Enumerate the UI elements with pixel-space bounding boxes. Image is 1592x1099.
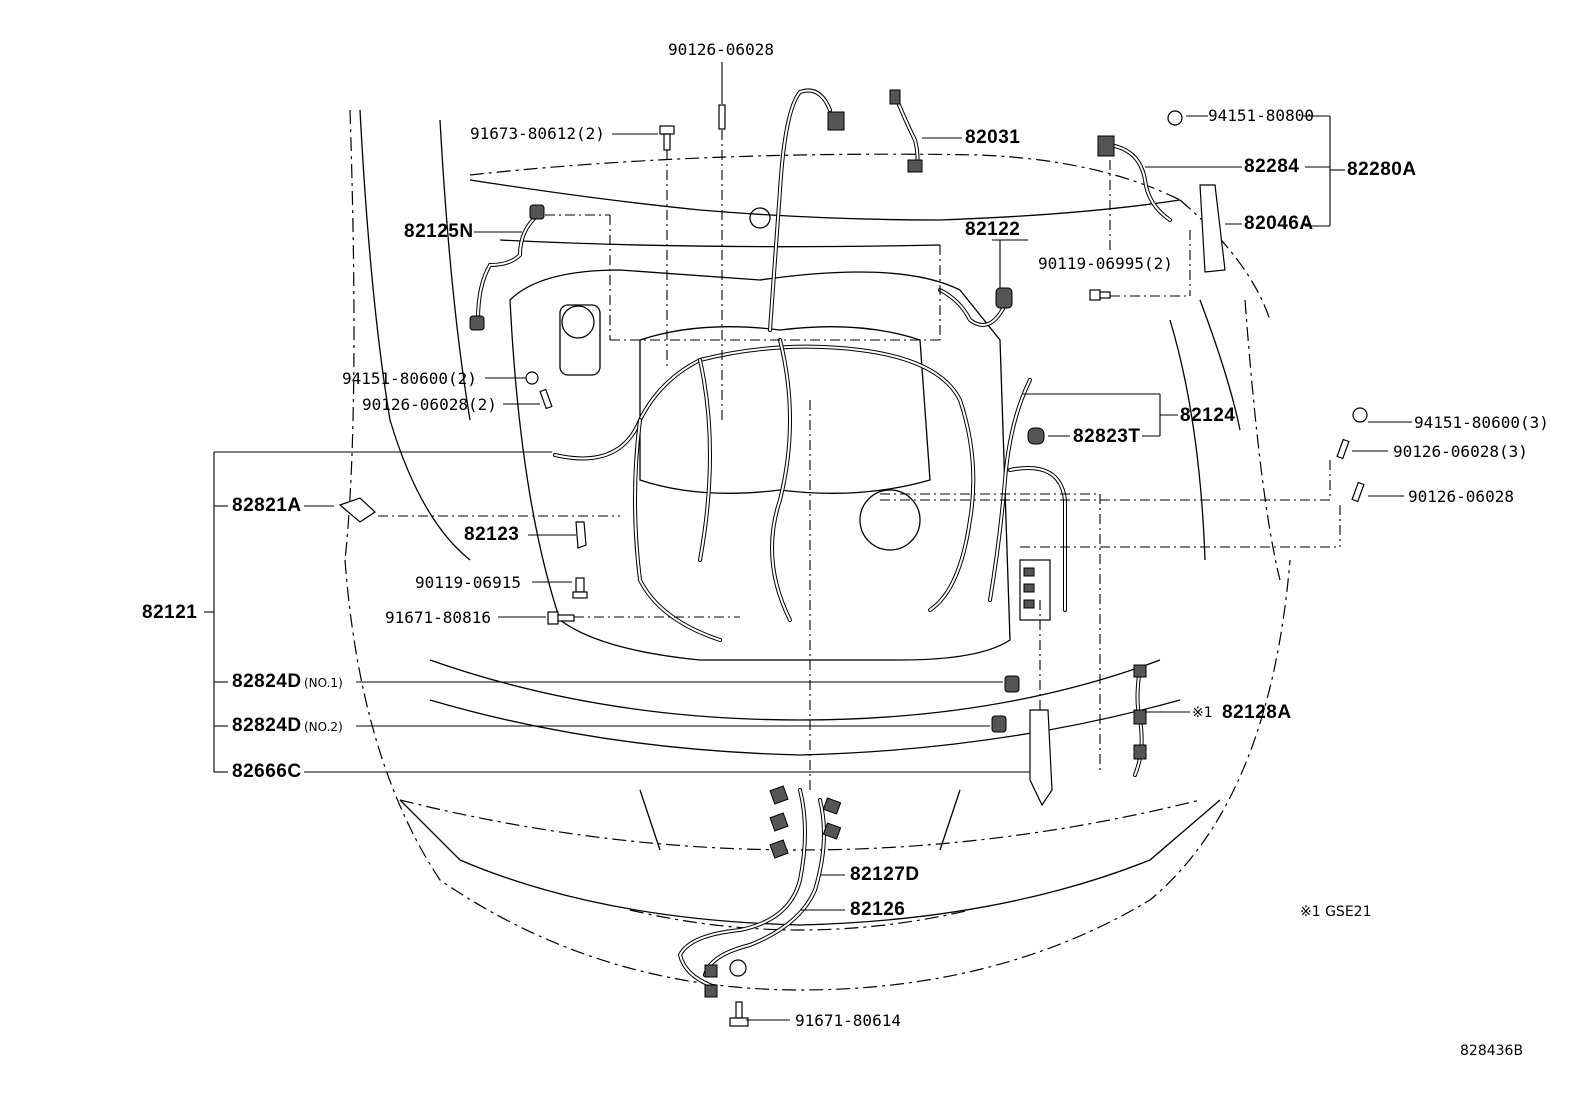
label-94151-80600-2: 94151-80600(2) — [342, 369, 477, 388]
label-82125N: 82125N — [404, 221, 474, 242]
nut-94151-80800 — [1167, 110, 1183, 126]
harness-82124 — [988, 378, 1067, 612]
label-91673-80612: 91673-80612(2) — [470, 124, 605, 143]
bolt-91671-80614 — [729, 1001, 749, 1027]
label-82824D-no1: 82824D — [232, 671, 302, 692]
part-82046A — [1199, 184, 1226, 273]
label-82127D: 82127D — [850, 864, 920, 885]
nut-94151-80600-3 — [1352, 407, 1368, 423]
label-82824D-no2: 82824D — [232, 715, 302, 736]
label-91671-80816: 91671-80816 — [385, 608, 491, 627]
harness-82122 — [938, 287, 1013, 327]
harness-top-center — [768, 88, 845, 332]
oil-cap — [859, 489, 921, 551]
bolt-90119-06915 — [572, 577, 588, 599]
intake-manifold — [639, 326, 931, 494]
connector-82824D-no1 — [1004, 675, 1020, 693]
label-91671-80614: 91671-80614 — [795, 1011, 901, 1030]
clamp-82821A — [338, 497, 376, 523]
harness-82031 — [889, 89, 923, 173]
fender-left — [359, 109, 471, 561]
connector-82824D-no2 — [991, 715, 1007, 733]
harness-front — [677, 785, 842, 998]
label-82821A: 82821A — [232, 495, 302, 516]
label-82046A: 82046A — [1244, 213, 1314, 234]
bolt-90126-06028-right — [1351, 481, 1365, 503]
lower-grille — [399, 789, 1221, 926]
label-82128A-mark: ※1 — [1192, 705, 1213, 721]
front-fascia — [399, 799, 1201, 931]
label-94151-80800: 94151-80800 — [1208, 106, 1314, 125]
harness-82128A — [1133, 664, 1147, 777]
label-90119-06995: 90119-06995(2) — [1038, 254, 1173, 273]
grommet-front — [729, 959, 747, 977]
label-82126: 82126 — [850, 899, 906, 920]
label-82031: 82031 — [965, 127, 1021, 148]
label-94151-80600-3: 94151-80600(3) — [1414, 413, 1549, 432]
label-82280A: 82280A — [1347, 159, 1417, 180]
label-82824D-no2-note: (NO.2) — [304, 720, 343, 734]
label-90119-06915: 90119-06915 — [415, 573, 521, 592]
label-90126-06028-2: 90126-06028(2) — [362, 395, 497, 414]
relay-block — [1019, 559, 1051, 621]
bolt-90119-06995 — [1089, 289, 1111, 301]
label-82128A: 82128A — [1222, 702, 1292, 723]
label-82666C: 82666C — [232, 761, 302, 782]
label-82284: 82284 — [1244, 156, 1300, 177]
label-90126-06028-top: 90126-06028 — [668, 40, 774, 59]
bolt-90126-06028-2 — [539, 388, 553, 410]
bolt-90126-06028-3 — [1336, 438, 1350, 460]
reservoir — [559, 304, 601, 376]
bumper-outline — [344, 559, 1291, 991]
hood-outline — [344, 109, 1281, 581]
radiator-support — [429, 659, 1181, 756]
connector-82823T — [1027, 427, 1045, 445]
bolt-91671-80816 — [547, 611, 575, 625]
bolt-91673-80612 — [659, 125, 675, 151]
bracket-82123 — [575, 521, 587, 549]
fender-right — [1169, 299, 1241, 561]
label-82124: 82124 — [1180, 405, 1236, 426]
harness-82284 — [1097, 135, 1172, 222]
reservoir-cap — [561, 305, 595, 339]
bolt-90126-06028-top — [718, 104, 726, 130]
footnote: ※1 GSE21 — [1300, 904, 1372, 920]
label-82122: 82122 — [965, 219, 1021, 240]
label-82824D-no1-note: (NO.1) — [304, 676, 343, 690]
cowl-panel — [469, 179, 1181, 248]
nut-94151-80600-2 — [525, 371, 539, 385]
part-82666C — [1029, 709, 1053, 807]
label-82123: 82123 — [464, 524, 520, 545]
label-82823T: 82823T — [1073, 426, 1141, 447]
label-90126-06028-3: 90126-06028(3) — [1393, 442, 1528, 461]
harness-main — [553, 338, 976, 642]
cowl-clip — [749, 207, 771, 229]
label-90126-06028-right: 90126-06028 — [1408, 487, 1514, 506]
leader-lines — [204, 62, 1412, 1021]
label-82121: 82121 — [142, 602, 198, 623]
diagram-id: 828436B — [1460, 1043, 1524, 1059]
harness-82125N — [469, 204, 545, 331]
engine-block — [509, 269, 1011, 661]
